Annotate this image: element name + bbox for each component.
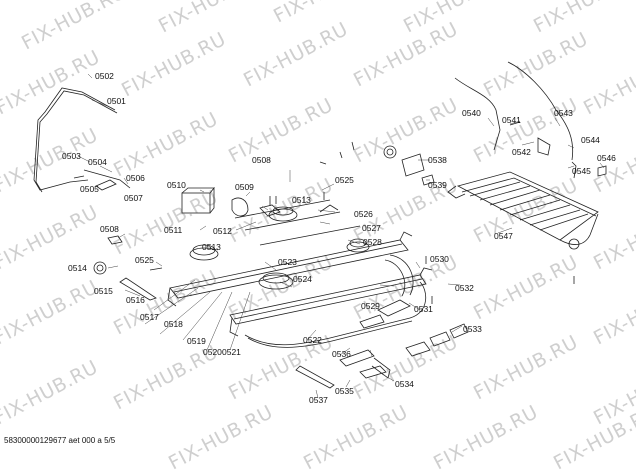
diagram-footer: 58300000129677 aet 000 a 5/5: [4, 436, 116, 445]
ignition-rod: [33, 87, 131, 193]
part-label-0539: 0539: [428, 180, 447, 190]
part-label-0529: 0529: [361, 301, 380, 311]
part-label-0517: 0517: [140, 312, 159, 322]
part-label-0516: 0516: [126, 295, 145, 305]
part-label-0504: 0504: [88, 157, 107, 167]
burner-assembly-drawing: [33, 61, 607, 399]
part-label-0530: 0530: [430, 254, 449, 264]
part-label-0521: 0521: [222, 347, 241, 357]
part-label-0520: 0520: [203, 347, 222, 357]
gas-valves: [339, 299, 469, 379]
part-label-0537: 0537: [309, 395, 328, 405]
burner-cups: [189, 206, 370, 290]
part-label-0543: 0543: [554, 108, 573, 118]
part-label-0528: 0528: [363, 237, 382, 247]
part-label-0544: 0544: [581, 135, 600, 145]
part-label-0522: 0522: [303, 335, 322, 345]
part-label-0534: 0534: [395, 379, 414, 389]
part-label-0541: 0541: [502, 115, 521, 125]
thermocouple-lines: [383, 61, 607, 186]
part-label-0524: 0524: [293, 274, 312, 284]
part-label-0511: 0511: [164, 225, 183, 235]
part-label-0546: 0546: [597, 153, 616, 163]
part-label-0515: 0515: [94, 286, 113, 296]
part-label-0545: 0545: [572, 166, 591, 176]
part-label-0505: 0505: [80, 184, 99, 194]
part-label-0509: 0509: [235, 182, 254, 192]
part-label-0526: 0526: [354, 209, 373, 219]
part-label-0525: 0525: [335, 175, 354, 185]
part-label-0508: 0508: [252, 155, 271, 165]
part-label-0512: 0512: [213, 226, 232, 236]
screws: [269, 141, 575, 304]
part-label-0501: 0501: [107, 96, 126, 106]
part-label-0513: 0513: [202, 242, 221, 252]
part-label-0536: 0536: [332, 349, 351, 359]
part-label-0532: 0532: [455, 283, 474, 293]
part-label-0519: 0519: [187, 336, 206, 346]
left-components: [73, 175, 281, 301]
part-label-0531: 0531: [414, 304, 433, 314]
part-label-0513: 0513: [292, 195, 311, 205]
part-label-0540: 0540: [462, 108, 481, 118]
burner-tray-0547: [447, 171, 599, 250]
gas-tube-0537: [295, 365, 335, 389]
leader-lines: [77, 73, 605, 399]
part-label-0506: 0506: [126, 173, 145, 183]
part-label-0510: 0510: [167, 180, 186, 190]
part-label-0503: 0503: [62, 151, 81, 161]
part-label-0533: 0533: [463, 324, 482, 334]
part-label-0508: 0508: [100, 224, 119, 234]
part-label-0535: 0535: [335, 386, 354, 396]
part-label-0542: 0542: [512, 147, 531, 157]
part-label-0538: 0538: [428, 155, 447, 165]
part-label-0523: 0523: [278, 257, 297, 267]
part-label-0527: 0527: [362, 223, 381, 233]
part-label-0507: 0507: [124, 193, 143, 203]
part-label-0502: 0502: [95, 71, 114, 81]
part-label-0514: 0514: [68, 263, 87, 273]
part-label-0547: 0547: [494, 231, 513, 241]
part-label-0525: 0525: [135, 255, 154, 265]
part-label-0518: 0518: [164, 319, 183, 329]
